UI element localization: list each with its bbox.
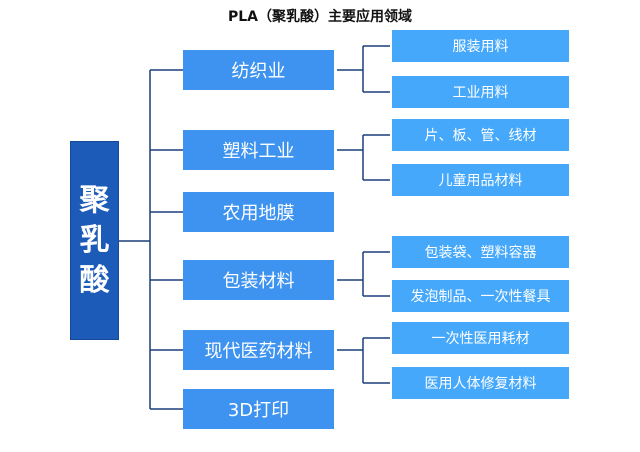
leaf-bags-containers: 包装袋、塑料容器: [392, 236, 569, 268]
root-char-3: 酸: [79, 262, 110, 298]
leaf-medical-repair: 医用人体修复材料: [392, 367, 569, 399]
leaf-industrial-fabric: 工业用料: [392, 76, 569, 108]
leaf-medical-consumables: 一次性医用耗材: [392, 322, 569, 354]
leaf-foam-tableware: 发泡制品、一次性餐具: [392, 280, 569, 312]
root-char-1: 聚: [79, 182, 110, 218]
category-plastics: 塑料工业: [183, 130, 334, 170]
leaf-sheet-pipe-wire: 片、板、管、线材: [392, 119, 569, 151]
category-agri-film: 农用地膜: [183, 192, 334, 232]
category-packaging: 包装材料: [183, 260, 334, 300]
leaf-children-products: 儿童用品材料: [392, 164, 569, 196]
root-node-pla: 聚 乳 酸: [70, 141, 119, 340]
root-char-2: 乳: [79, 222, 110, 258]
leaf-apparel: 服装用料: [392, 30, 569, 62]
category-textile: 纺织业: [183, 50, 334, 90]
diagram-title: PLA（聚乳酸）主要应用领域: [227, 9, 413, 25]
category-medical: 现代医药材料: [183, 330, 334, 370]
category-3d-printing: 3D打印: [183, 389, 334, 429]
